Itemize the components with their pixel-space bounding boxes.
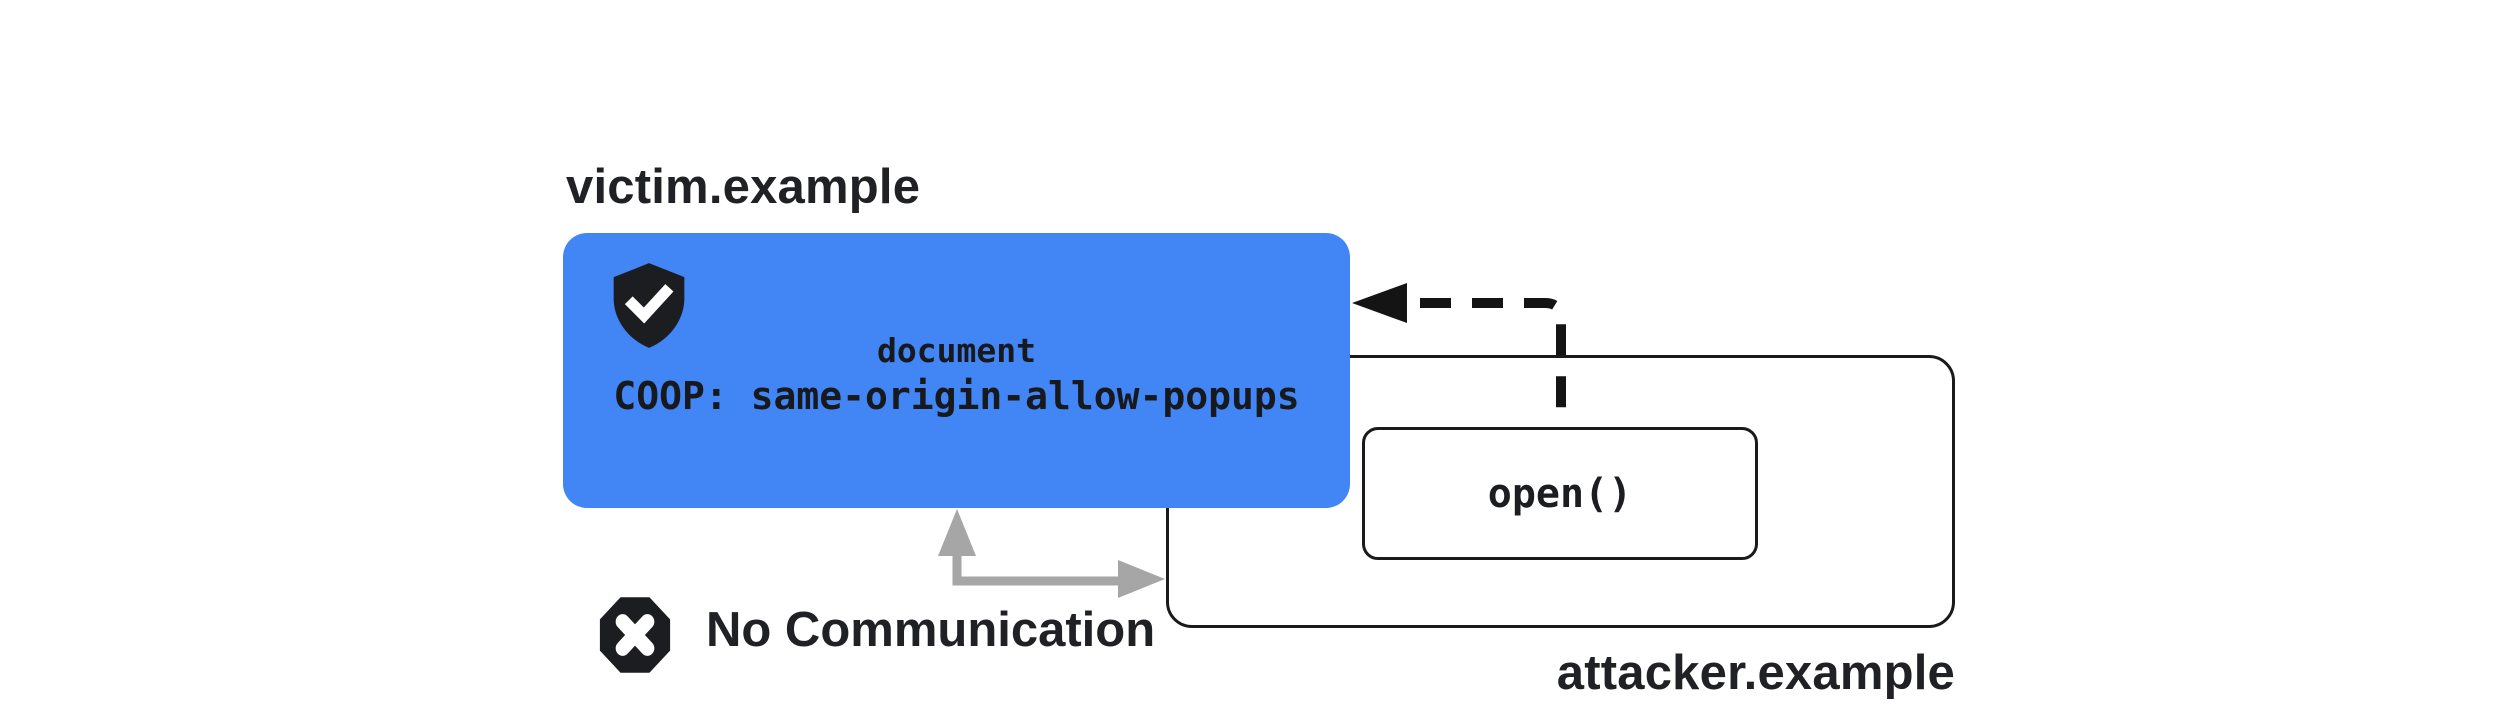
no-communication-label: No Communication [706, 603, 1156, 657]
coop-header-label: COOP: same-origin-allow-popups [613, 374, 1300, 418]
shield-check-icon [613, 263, 685, 348]
victim-domain-label: victim.example [566, 160, 921, 214]
document-label: document [877, 331, 1036, 370]
open-call-box: open() [1362, 427, 1758, 560]
attacker-domain-label: attacker.example [1556, 646, 1955, 700]
open-call-label: open() [1487, 470, 1633, 517]
gray-elbow-arrow [938, 509, 1165, 598]
x-octagon-icon [599, 597, 671, 673]
victim-document-box: document COOP: same-origin-allow-popups [563, 233, 1350, 508]
